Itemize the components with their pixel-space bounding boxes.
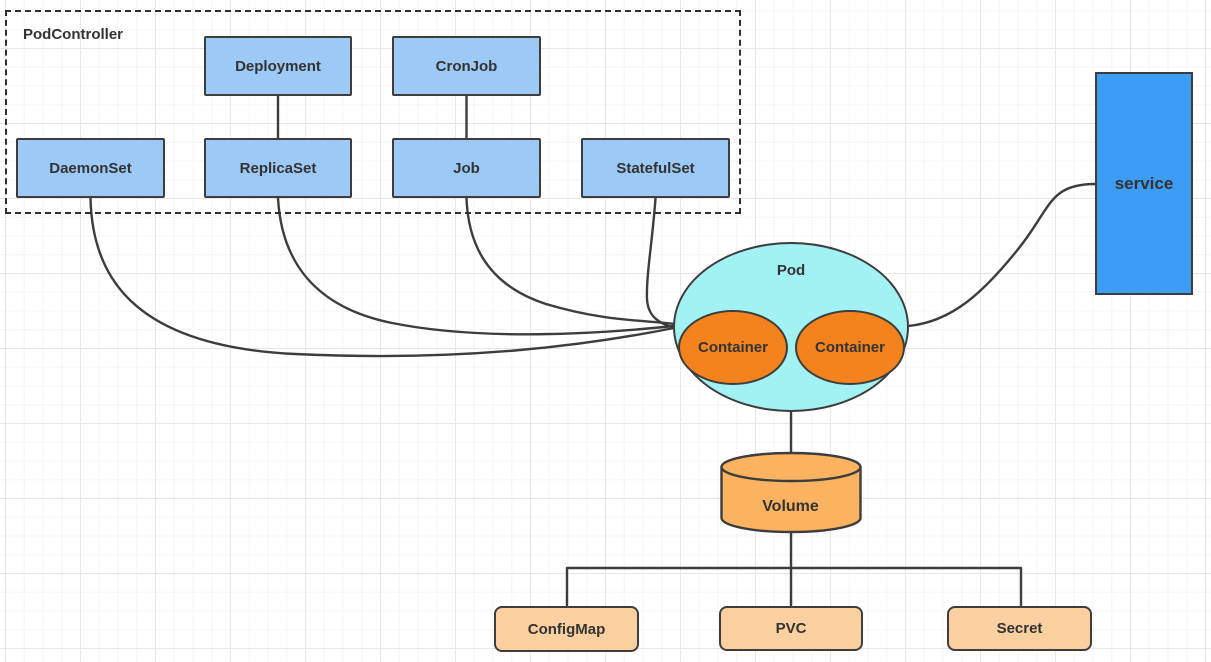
node-secret[interactable]: Secret — [947, 606, 1092, 651]
secret-label: Secret — [996, 620, 1043, 637]
node-container-1[interactable]: Container — [678, 310, 788, 385]
node-deployment[interactable]: Deployment — [204, 36, 352, 96]
edge-daemonset-pod[interactable] — [89, 196, 676, 358]
edge-pod-service[interactable] — [906, 182, 1097, 328]
pod-controller-group[interactable]: PodController — [5, 10, 741, 214]
volume-cylinder[interactable] — [720, 451, 862, 534]
edge-job-pod[interactable] — [465, 196, 676, 326]
edge-replicaset-pod[interactable] — [276, 196, 676, 336]
node-job[interactable]: Job — [392, 138, 541, 198]
pvc-label: PVC — [775, 620, 807, 637]
node-container-2[interactable]: Container — [795, 310, 905, 385]
node-daemonset[interactable]: DaemonSet — [16, 138, 165, 198]
container-1-label: Container — [697, 339, 768, 356]
node-pvc[interactable]: PVC — [719, 606, 863, 651]
service-label: service — [1114, 173, 1174, 193]
node-service[interactable]: service — [1095, 72, 1193, 295]
node-cronjob[interactable]: CronJob — [392, 36, 541, 96]
pod-label: Pod — [776, 262, 806, 279]
node-statefulset-label: StatefulSet — [616, 159, 695, 177]
volume-label: Volume — [762, 498, 819, 515]
node-deployment-label: Deployment — [235, 57, 321, 75]
node-replicaset-label: ReplicaSet — [239, 159, 317, 177]
edge-statefulset-pod[interactable] — [645, 196, 676, 330]
edge-volume-branch[interactable] — [565, 566, 1023, 607]
node-daemonset-label: DaemonSet — [49, 159, 132, 177]
node-configmap[interactable]: ConfigMap — [494, 606, 639, 652]
node-statefulset[interactable]: StatefulSet — [581, 138, 730, 198]
node-cronjob-label: CronJob — [435, 57, 498, 75]
pod-controller-label: PodController — [23, 26, 123, 43]
node-job-label: Job — [453, 159, 480, 177]
node-replicaset[interactable]: ReplicaSet — [204, 138, 352, 198]
container-2-label: Container — [814, 339, 885, 356]
configmap-label: ConfigMap — [527, 620, 606, 638]
